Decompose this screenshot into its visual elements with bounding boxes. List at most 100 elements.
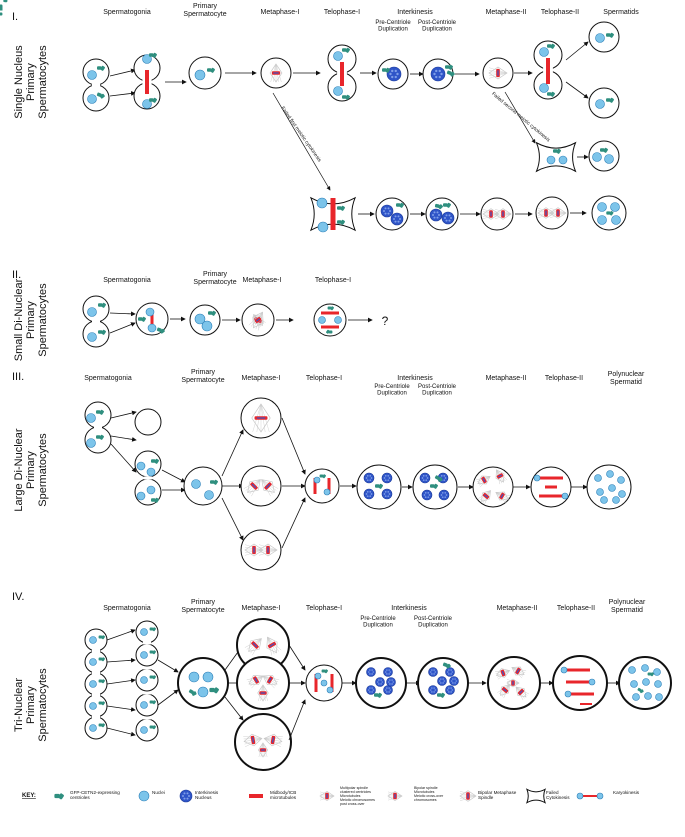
bipolar-spindle bbox=[243, 479, 261, 497]
nucleus bbox=[194, 313, 206, 325]
arrow bbox=[221, 429, 244, 477]
centriole bbox=[149, 97, 157, 103]
nucleus bbox=[202, 671, 214, 683]
chromatin-dot bbox=[394, 75, 397, 79]
chromatin-dot bbox=[388, 687, 390, 689]
interkinesis-nucleus bbox=[390, 212, 404, 226]
chromatin-dot bbox=[369, 691, 371, 693]
nucleus bbox=[89, 636, 97, 644]
centriole bbox=[600, 147, 608, 153]
chromatin-dot bbox=[436, 211, 439, 214]
nucleus bbox=[604, 154, 614, 164]
chromatin-dot bbox=[388, 669, 390, 671]
interkinesis-nucleus bbox=[366, 667, 376, 677]
nucleus bbox=[644, 692, 652, 700]
stage-header-line: Pre-Centriole bbox=[374, 384, 410, 390]
failed-cytokinesis-cell bbox=[535, 141, 577, 173]
nucleus bbox=[89, 658, 97, 666]
stage-header-line: Primary bbox=[193, 3, 218, 10]
centriole bbox=[606, 32, 614, 38]
chromatin-dot bbox=[384, 689, 387, 691]
failed-second-cytokinesis-label-line: Failed second meiotic cytokinesis bbox=[490, 91, 551, 144]
key-label-line: Microtubules bbox=[414, 790, 435, 794]
section-numeral: III. bbox=[12, 371, 24, 383]
centriole-barrel bbox=[433, 483, 438, 489]
nucleus bbox=[140, 701, 148, 709]
failed-second-cytokinesis-label: Failed second meiotic cytokinesis bbox=[490, 91, 551, 144]
stage-header: Metaphase-I bbox=[243, 277, 282, 284]
centriole bbox=[434, 475, 443, 482]
stage-header-line: Duplication bbox=[418, 623, 448, 629]
nucleus bbox=[618, 490, 626, 498]
key-label-line: GFP-CETN2-expressing bbox=[70, 790, 120, 795]
centriole bbox=[637, 687, 644, 694]
section-side-label: Single Nucleus bbox=[13, 45, 25, 119]
section-numeral: II. bbox=[12, 269, 21, 281]
interkinesis-nucleus bbox=[445, 667, 455, 677]
chromatin-dot bbox=[384, 479, 387, 482]
nucleus bbox=[564, 690, 572, 698]
stage-header-line: Spermatogonia bbox=[103, 9, 151, 16]
centriole-barrel bbox=[213, 687, 219, 694]
stage-header-line: Primary bbox=[203, 271, 228, 278]
key-label-line: Cytokinesis bbox=[546, 795, 570, 800]
chromatin-dot bbox=[186, 792, 189, 795]
stage-header: Spermatogonia bbox=[103, 9, 151, 16]
chromatin-dot bbox=[443, 216, 447, 220]
key-label-line: Meiotic cross-over bbox=[414, 794, 444, 798]
multipolar-spindle bbox=[244, 638, 262, 656]
centriole bbox=[319, 474, 326, 479]
interkinesis-nucleus bbox=[428, 685, 438, 695]
chromatin-dot bbox=[386, 687, 388, 689]
centriole-barrel bbox=[345, 94, 350, 100]
primary-spermatocyte-cell bbox=[183, 466, 223, 506]
arrow bbox=[109, 91, 136, 97]
bipolar-spindle bbox=[246, 675, 264, 689]
telophase-cell bbox=[304, 468, 340, 504]
key-label: Nuclei bbox=[152, 790, 165, 795]
chromatin-dot bbox=[388, 493, 391, 495]
centriole-barrel bbox=[159, 328, 165, 334]
centriole-barrel bbox=[340, 219, 345, 225]
chromatin-dot bbox=[431, 687, 433, 689]
chromatin-dot bbox=[366, 495, 369, 498]
chromatin-dot bbox=[444, 477, 447, 479]
stage-header-line: Metaphase-I bbox=[261, 9, 300, 16]
stage-header-line: Metaphase-I bbox=[242, 375, 281, 382]
key-label-line: Interkinesis bbox=[195, 790, 219, 795]
chromosome-band bbox=[497, 474, 503, 478]
centriole-barrel bbox=[101, 679, 105, 684]
nucleus bbox=[146, 467, 156, 477]
key-label-line: Bipolar Metaphase bbox=[478, 790, 517, 795]
chromatin-dot bbox=[387, 207, 390, 210]
stage-header: Telophase-II bbox=[557, 605, 595, 612]
nucleus bbox=[89, 680, 97, 688]
arrow bbox=[106, 678, 136, 685]
centriole bbox=[149, 52, 157, 58]
centriole bbox=[430, 483, 438, 489]
arrow bbox=[565, 81, 589, 99]
chromatin-dot bbox=[387, 212, 390, 215]
section-side-label: Spermatocytes bbox=[37, 433, 49, 507]
section-side-label: Small Di-Nuclear bbox=[13, 278, 25, 361]
bipolar-spindle bbox=[387, 790, 403, 802]
spermatogonia-cell bbox=[134, 408, 162, 436]
stage-header-line: Spermatocyte bbox=[181, 377, 224, 384]
stage-header: Spermatogonia bbox=[84, 375, 132, 382]
chromosome-band bbox=[503, 688, 507, 692]
stage-header-line: Pre-Centriole bbox=[375, 20, 411, 26]
interkinesis-nucleus bbox=[363, 472, 375, 484]
interkinesis-nucleus-body bbox=[386, 66, 402, 82]
centriole bbox=[342, 94, 350, 100]
stage-header-line: Duplication bbox=[377, 391, 407, 397]
interkinesis-nucleus-body bbox=[419, 472, 431, 484]
nucleus bbox=[595, 33, 605, 43]
nucleus bbox=[576, 792, 584, 800]
stage-header-line: Interkinesis bbox=[397, 9, 433, 16]
stage-header-line: Spermatid bbox=[611, 607, 643, 614]
centriole-barrel bbox=[0, 12, 3, 16]
interkinesis-nucleus bbox=[386, 677, 396, 687]
